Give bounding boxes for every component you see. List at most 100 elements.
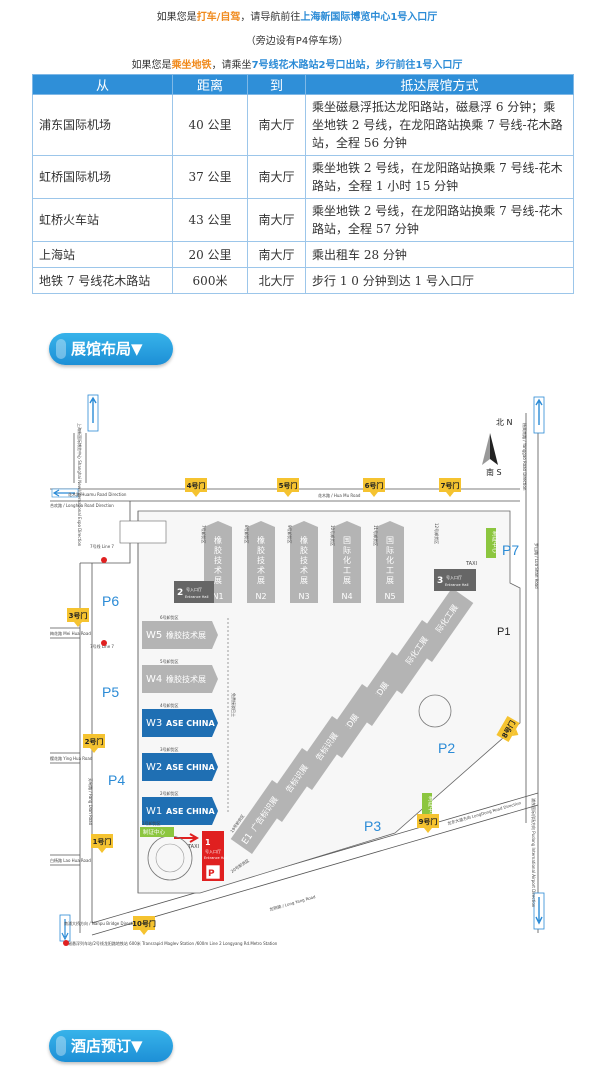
gate-3[interactable]: 6号门 — [363, 478, 385, 497]
down-arrow-icon — [535, 897, 543, 925]
route-table: 从 距离 到 抵达展馆方式 浦东国际机场 40 公里 南大厅 乘坐磁悬浮抵达龙阳… — [32, 74, 574, 294]
road-label-top: 花木路/Huamu Road Direction — [68, 491, 127, 497]
gate-8[interactable]: 10号门 — [132, 916, 156, 935]
road-label-longhua: 合欢路 / Longhua Road Direction — [50, 502, 114, 508]
loading-bay-label: 4号卸货区 — [160, 702, 179, 708]
hall-id: W5 — [146, 630, 162, 641]
hall-shape — [230, 780, 294, 854]
gate-6[interactable]: 2号门 — [83, 734, 105, 753]
entrance-hall-2[interactable]: 2 号入口厅 Entrance Hall — [174, 581, 214, 603]
section-title-layout[interactable]: 展馆布局▼ — [49, 333, 173, 365]
note-text: ，请导航前往 — [240, 12, 301, 23]
hall-name-char: 胶 — [300, 545, 308, 555]
hall-name-char: 展 — [343, 576, 351, 585]
gate-box — [439, 478, 461, 492]
loading-bay-label: 3号卸货区 — [160, 746, 179, 752]
entrance-hall-3[interactable]: 3 号入口厅 Entrance Hall — [434, 569, 476, 591]
gate-label: 6号门 — [365, 481, 384, 490]
down-arrow-icon — [61, 919, 69, 941]
gate-label: 7号门 — [441, 481, 460, 490]
road-label-nanpu: 南浦大桥方向 / Nanpu Bridge Direction — [64, 920, 139, 926]
metro-icon — [63, 940, 69, 946]
gate-10[interactable]: 8号门 — [496, 715, 523, 745]
gate-5[interactable]: 3号门 — [67, 608, 89, 627]
cell-distance: 40 公里 — [172, 94, 248, 156]
plaza-circle-inner — [155, 843, 185, 873]
cell-distance: 600米 — [172, 267, 248, 294]
gate-box — [67, 608, 89, 622]
hall-shape — [142, 665, 218, 693]
hall-id: W2 — [146, 762, 162, 773]
gate-4[interactable]: 7号门 — [439, 478, 461, 497]
hall-name-char: 化 — [343, 555, 351, 565]
green-tag-box — [422, 793, 432, 823]
road-label-meihua: 梅花路 Mei Hua Road — [50, 630, 91, 636]
entrance-1-number: 1 — [205, 838, 211, 847]
hall-name-char: 际 — [343, 546, 351, 555]
entrance-3-en: Entrance Hall — [445, 583, 469, 587]
hall-name-char: 橡 — [257, 535, 265, 545]
green-tag-north: 制证中心 — [486, 528, 499, 558]
hall-shape — [142, 797, 218, 825]
road-label-fangdian: 芳甸路 / Fang Dian Road — [88, 778, 94, 826]
hall-name-char: 化 — [386, 555, 394, 565]
gate-9[interactable]: 9号门 — [417, 814, 439, 833]
entrance-3-number: 3 — [437, 576, 443, 586]
hall-shape — [142, 753, 218, 781]
section-title-hotel[interactable]: 酒店预订▼ — [49, 1030, 173, 1062]
gate-pointer-icon — [512, 729, 519, 736]
compass-needle-icon — [490, 433, 498, 465]
entrance-2-number: 2 — [177, 588, 183, 598]
gate-1[interactable]: 4号门 — [185, 478, 207, 497]
hall-name: 国际化工展 — [386, 536, 394, 585]
gate-pointer-icon — [74, 622, 82, 627]
roundabout-east — [418, 694, 452, 728]
gate-label: 4号门 — [187, 481, 206, 490]
note-text: 如果您是 — [131, 60, 172, 71]
parking-p1: P1 — [497, 626, 510, 638]
shuttle-label: 免费接驳巴士 — [231, 693, 237, 717]
halls-north-group: 橡胶技术展N17号卸货区橡胶技术展N28号卸货区橡胶技术展N39号卸货区国际化工… — [201, 521, 404, 603]
gate-box — [496, 715, 520, 743]
hall-shape — [290, 521, 318, 603]
cell-to: 南大厅 — [247, 155, 306, 199]
hall-name-char: 橡 — [300, 535, 308, 545]
hall-id: N1 — [212, 592, 223, 601]
hall-id: W3 — [146, 718, 162, 729]
green-tag-box — [140, 827, 174, 837]
gate-label: 1号门 — [93, 837, 112, 846]
parking-p6: P6 — [102, 593, 119, 609]
hall-name-char: 技 — [300, 555, 308, 565]
hall-name: ASE CHINA — [166, 763, 215, 772]
hall-name-char: 术 — [214, 565, 222, 575]
note-destination: 7号线花木路站2号口出站，步行前往1号入口厅 — [251, 60, 463, 71]
left-arrow-icon — [52, 489, 75, 497]
gate-pointer-icon — [446, 492, 454, 497]
gate-box — [363, 478, 385, 492]
cell-method: 乘出租车 28 分钟 — [305, 241, 574, 268]
gate-2[interactable]: 5号门 — [277, 478, 299, 497]
loading-bay-label: 7号卸货区 — [201, 525, 207, 544]
hall-shape — [333, 521, 361, 603]
parking-icon: P — [208, 869, 215, 879]
venue-map: 花木路/Huamu Road Direction 花木路 / Hua Mu Ro… — [50, 393, 550, 948]
building-office — [119, 520, 167, 544]
gate-pointer-icon — [90, 748, 98, 753]
cell-from: 虹桥国际机场 — [32, 155, 173, 199]
hall-w2[interactable]: W2 ASE CHINA 3号卸货区 — [142, 746, 218, 781]
header-distance: 距离 — [172, 74, 248, 95]
note-mode: 乘坐地铁 — [171, 60, 212, 71]
gate-7[interactable]: 1号门 — [91, 834, 113, 853]
loading-bay-label: 11号卸货区 — [373, 525, 379, 546]
hall-name-char: 胶 — [257, 545, 265, 555]
cell-distance: 37 公里 — [172, 155, 248, 199]
